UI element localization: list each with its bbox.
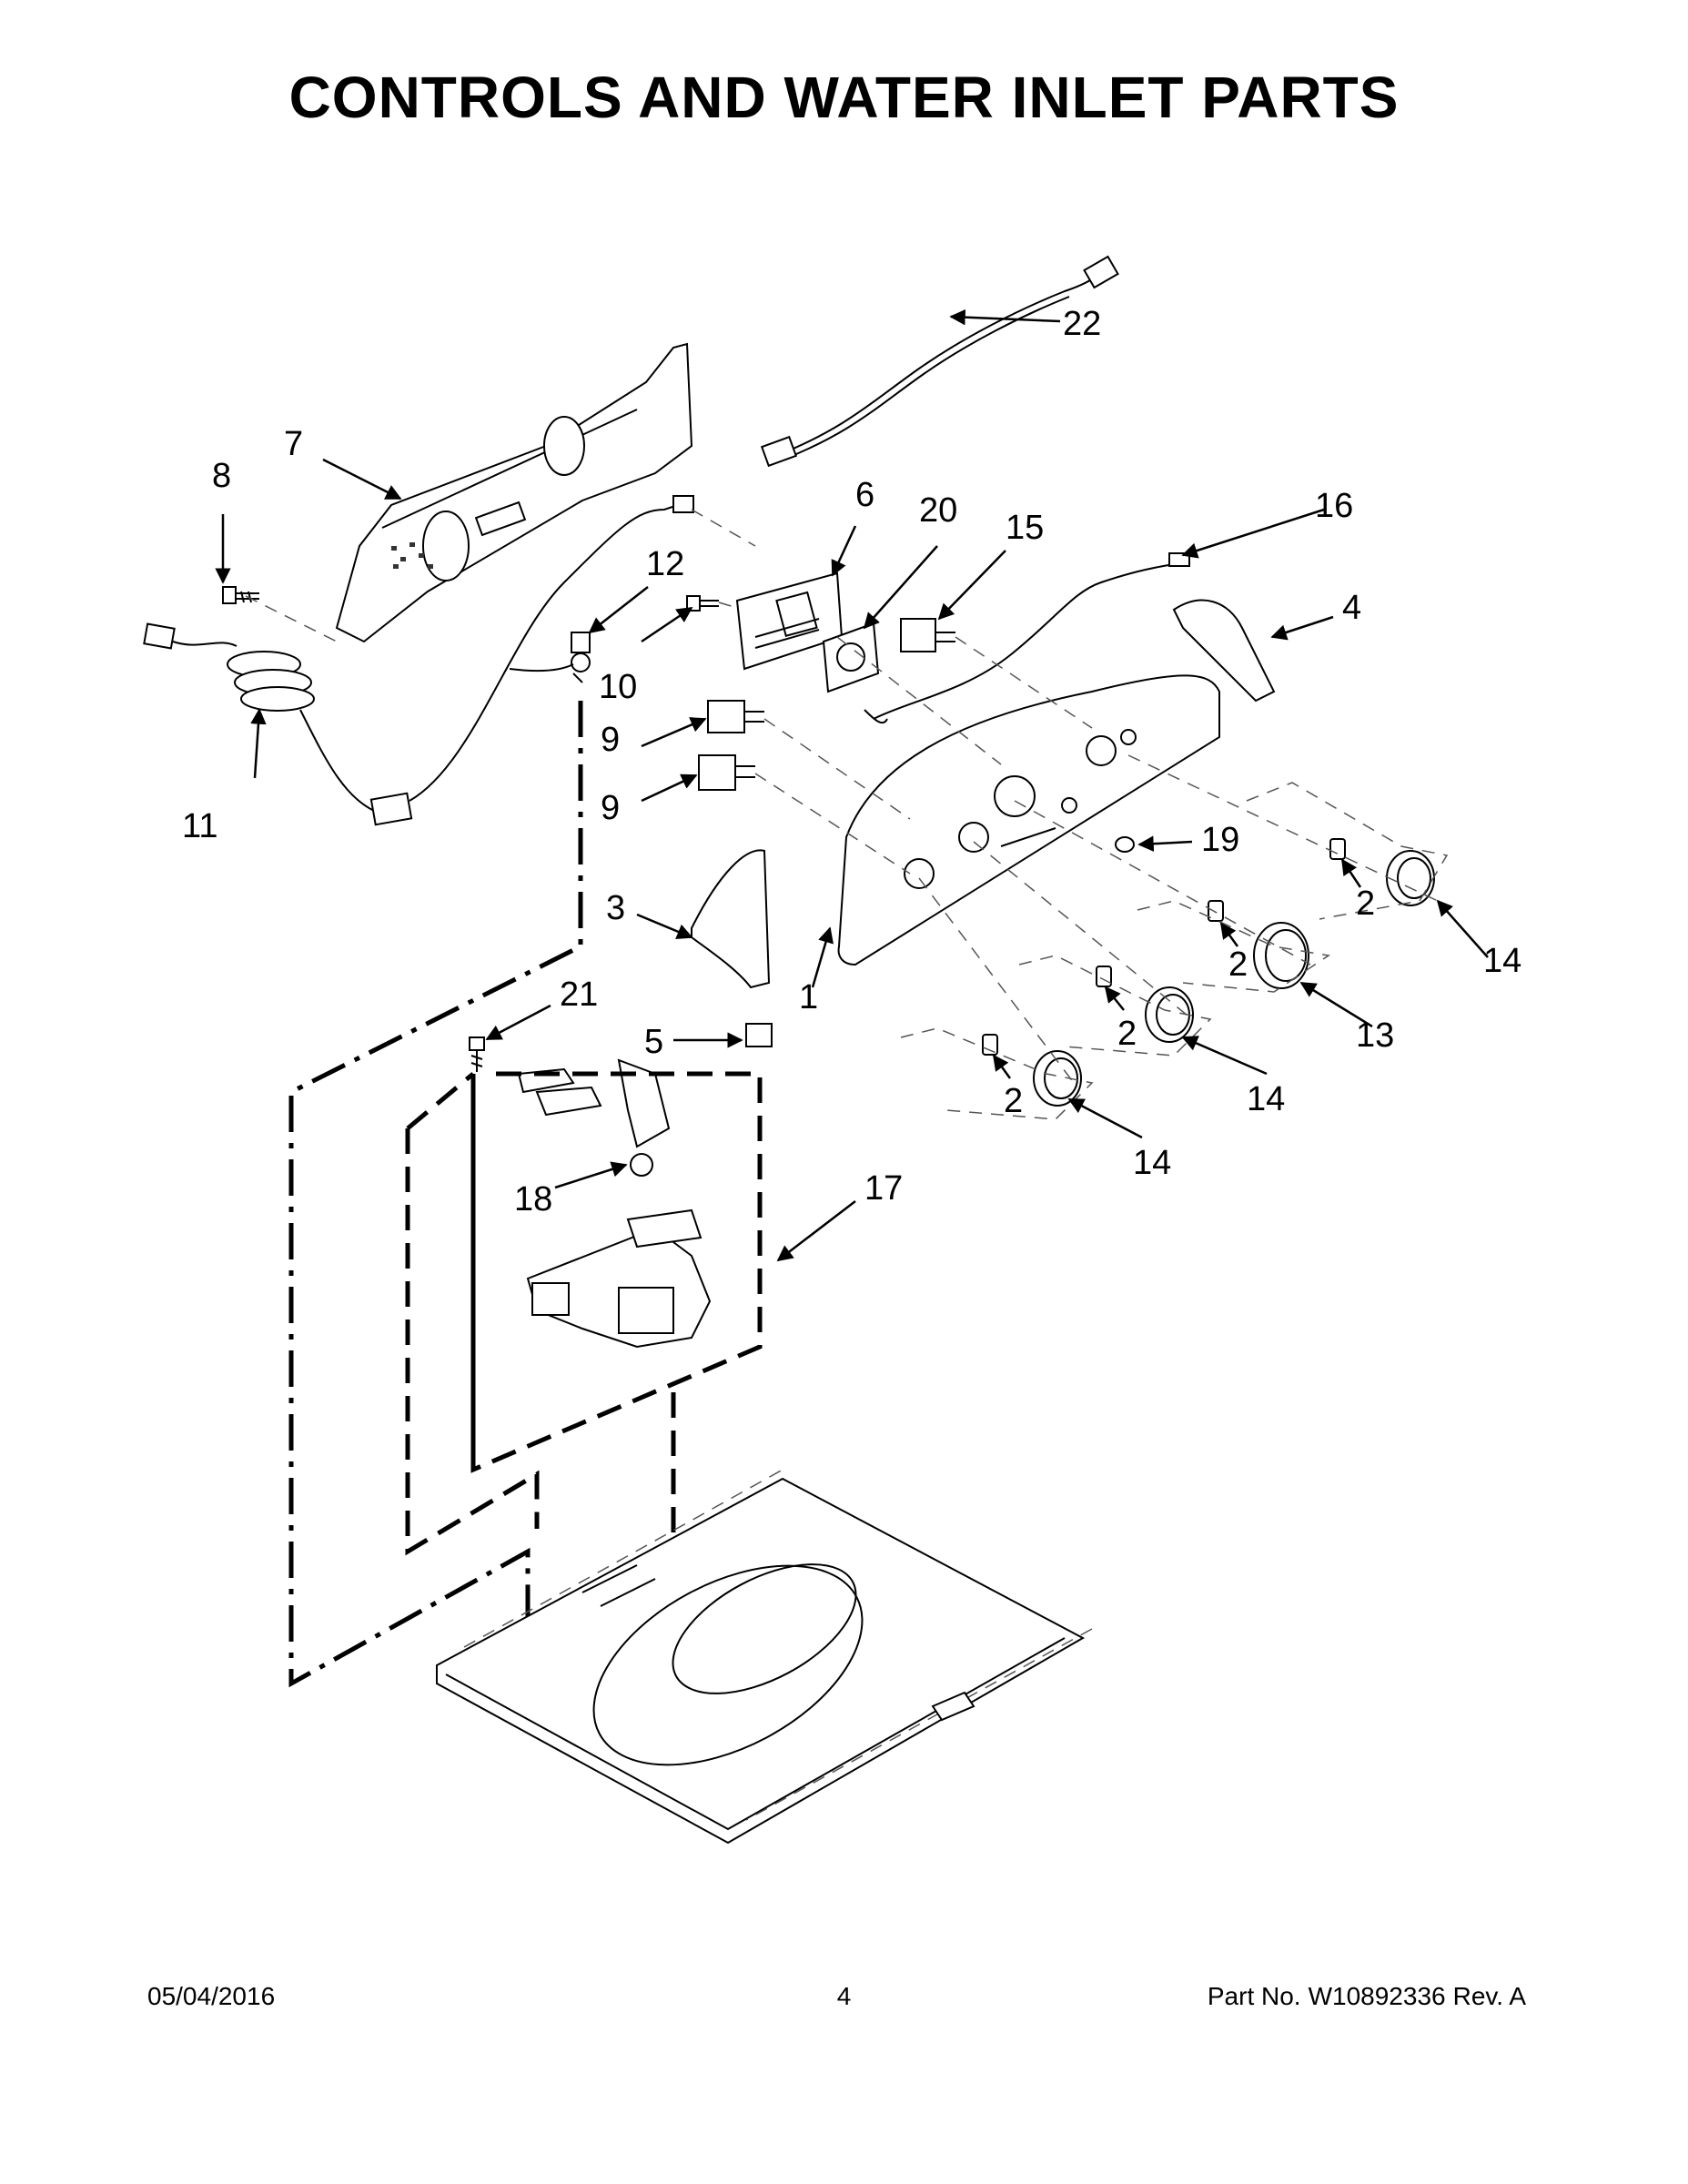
- switch-9-upper-part: [707, 700, 764, 733]
- callout-21: 21: [560, 976, 598, 1014]
- callout-16: 16: [1315, 487, 1353, 525]
- callout-2: 2: [1004, 1082, 1023, 1120]
- callout-9: 9: [601, 789, 620, 827]
- callout-20: 20: [919, 491, 957, 530]
- callout-arrows: [215, 308, 1489, 1262]
- console-part: [837, 674, 1220, 966]
- callout-14: 14: [1133, 1144, 1171, 1182]
- callout-9: 9: [601, 721, 620, 759]
- water-valve-assembly-part: [517, 1058, 712, 1349]
- knob-13-part: [1253, 922, 1309, 989]
- screw-21-part: [469, 1036, 485, 1072]
- callout-14: 14: [1483, 942, 1521, 980]
- callout-4: 4: [1342, 589, 1361, 627]
- callout-6: 6: [855, 476, 874, 514]
- callout-18: 18: [514, 1180, 552, 1218]
- revision: Rev. A: [1452, 1982, 1526, 2010]
- callout-12: 12: [646, 545, 684, 583]
- ring-19-part: [1115, 836, 1135, 853]
- screw-10-part: [686, 595, 719, 612]
- part-number: W10892336: [1308, 1982, 1446, 2010]
- knob-14-lower-part: [1033, 1050, 1082, 1107]
- end-cap-right-part: [1172, 599, 1276, 703]
- callout-2: 2: [1228, 945, 1248, 984]
- part-label: Part No.: [1207, 1982, 1301, 2010]
- switch-15-part: [900, 618, 955, 652]
- callout-5: 5: [644, 1023, 663, 1061]
- footer-date: 05/04/2016: [147, 1982, 276, 2010]
- callout-10: 10: [599, 668, 637, 706]
- end-cap-left-part: [691, 849, 771, 989]
- control-board-part: [735, 571, 844, 671]
- ground-screw-part: [509, 632, 591, 672]
- callout-2: 2: [1117, 1015, 1137, 1053]
- washer-top-part: [436, 1469, 1093, 1845]
- callout-2: 2: [1356, 885, 1375, 923]
- callout-11: 11: [182, 807, 217, 845]
- spacer-parts: [982, 838, 1346, 1056]
- screw-part: [222, 586, 259, 604]
- callout-14: 14: [1247, 1080, 1285, 1118]
- switch-9-lower-part: [698, 754, 755, 791]
- callout-1: 1: [799, 978, 818, 1016]
- callout-17: 17: [864, 1169, 903, 1208]
- callout-8: 8: [212, 457, 231, 495]
- callout-labels: 1 2 2 2 2 3 4 5 6 7 8 9 9 10 11 12 13 14…: [182, 305, 1521, 1218]
- callout-3: 3: [606, 889, 625, 927]
- console-back-panel-part: [335, 342, 693, 643]
- wire-harness-part: [760, 255, 1119, 468]
- knob-14-upper-part: [1386, 850, 1435, 906]
- power-cord-part: [143, 495, 694, 826]
- clip-part: [745, 1023, 773, 1047]
- cord-route-line: [288, 701, 583, 1688]
- footer-page-number: 4: [836, 1982, 852, 2010]
- callout-22: 22: [1063, 305, 1101, 343]
- knob-14-middle-part: [1145, 986, 1194, 1043]
- callout-7: 7: [284, 425, 303, 463]
- page-title: CONTROLS AND WATER INLET PARTS: [288, 65, 1400, 130]
- encoder-part: [822, 622, 880, 693]
- callout-13: 13: [1356, 1016, 1394, 1055]
- water-inlet-route-line: [405, 1072, 676, 1583]
- callout-19: 19: [1201, 821, 1239, 859]
- callout-15: 15: [1006, 509, 1044, 547]
- assembly-guide-lines: [245, 509, 1449, 1120]
